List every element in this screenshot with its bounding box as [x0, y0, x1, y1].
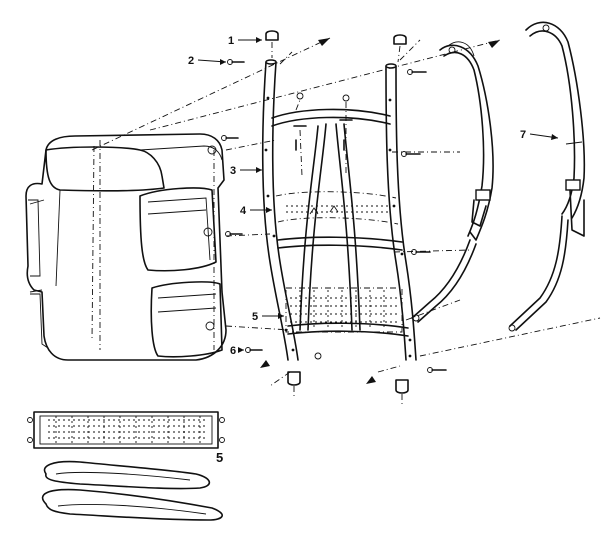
callout-leader-arrows: [220, 37, 558, 353]
assembly-lines: [91, 37, 601, 387]
callout-6: 6: [230, 345, 236, 357]
frame-cap-bottom-right: [395, 379, 409, 404]
callout-7: 7: [520, 129, 526, 141]
pack-frame: [261, 59, 417, 361]
callout-1: 1: [228, 35, 234, 47]
clevis-pins: [221, 59, 447, 373]
callout-4: 4: [240, 205, 247, 217]
arrowheads: [260, 38, 500, 384]
callout-5-detail: 5: [216, 450, 223, 465]
frame-cap-bottom-left: [287, 371, 301, 398]
back-band-detail: [27, 411, 225, 449]
back-band-lower: [285, 287, 403, 333]
back-band-upper: [275, 191, 399, 225]
frame-cap-top-left: [265, 30, 279, 58]
callout-3: 3: [230, 165, 236, 177]
lacing-cords: [41, 460, 223, 521]
callout-leaders: [197, 39, 559, 351]
callout-2: 2: [188, 55, 194, 67]
callout-5: 5: [252, 311, 258, 323]
shoulder-strap-left: [411, 41, 494, 323]
pack-bag: [25, 133, 227, 361]
frame-cap-top-right: [393, 34, 407, 63]
shoulder-strap-right: [508, 21, 586, 332]
